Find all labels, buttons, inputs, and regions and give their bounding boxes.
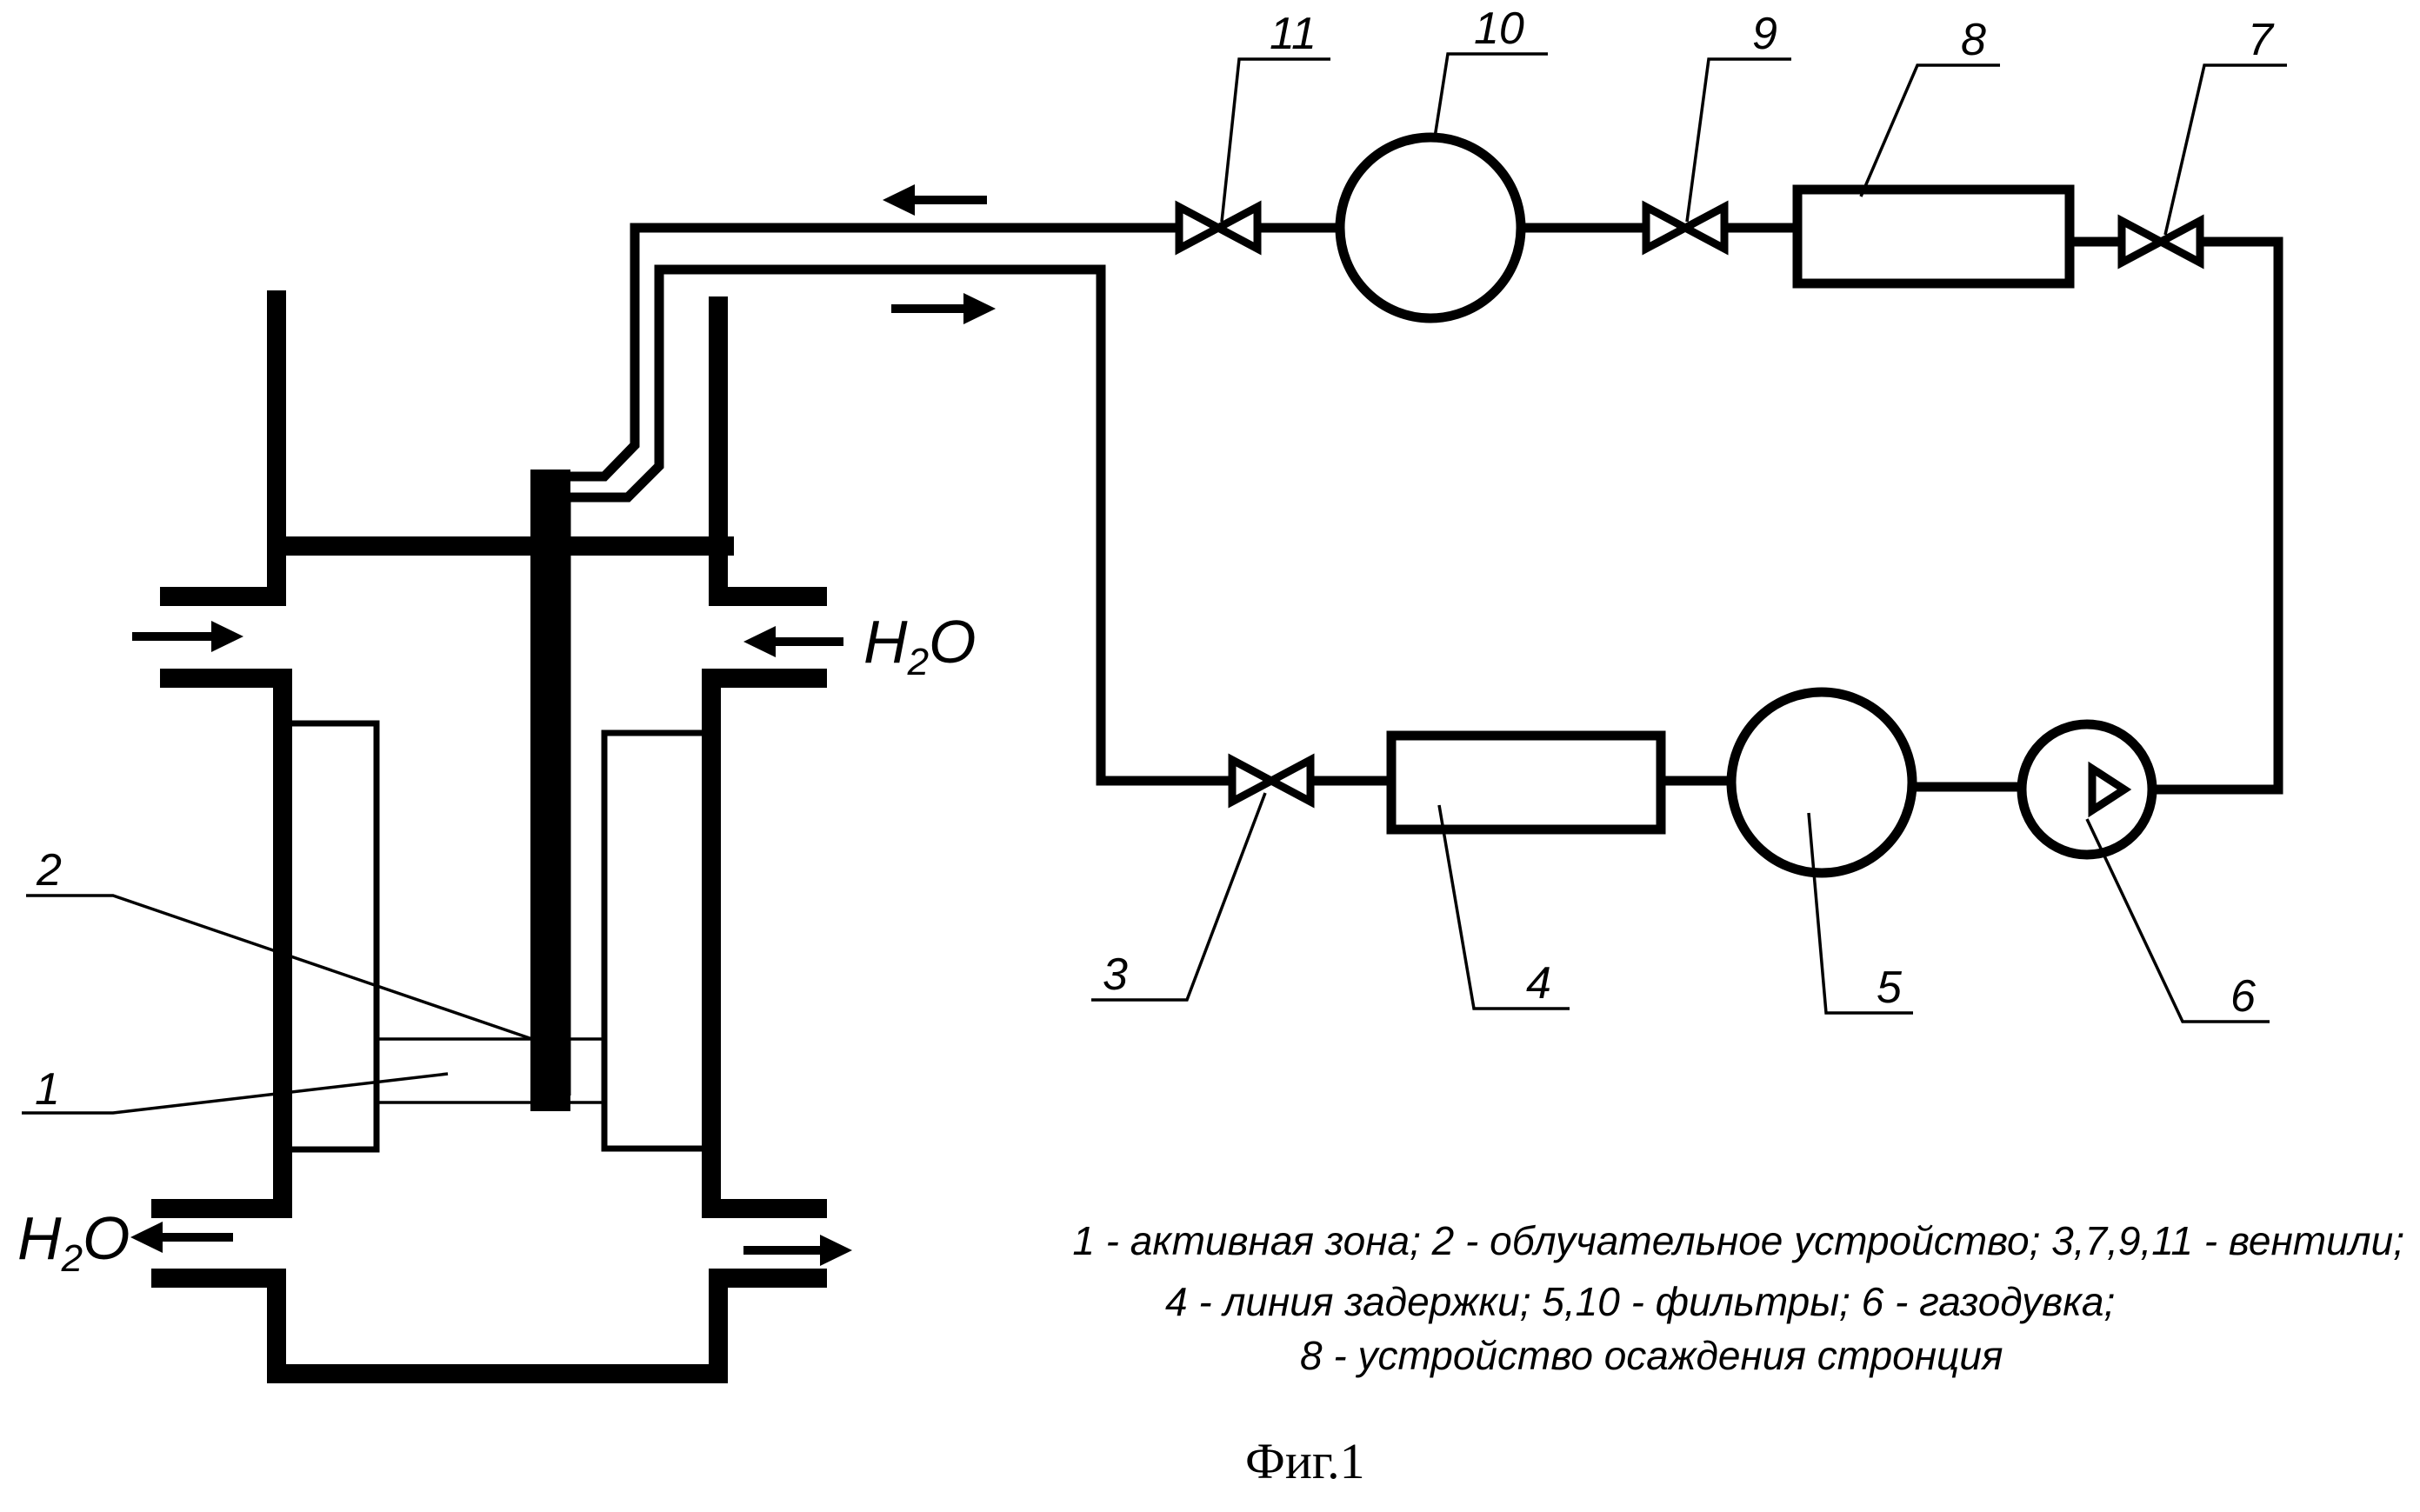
delay-line-4 bbox=[1391, 736, 1661, 829]
left-reflector-block bbox=[283, 723, 377, 1149]
label-3: 3 bbox=[1103, 949, 1128, 1000]
filter-10 bbox=[1340, 137, 1521, 318]
label-8: 8 bbox=[1961, 15, 1986, 65]
valve-3 bbox=[1232, 760, 1310, 802]
reactor-vessel bbox=[161, 300, 817, 1374]
label-1: 1 bbox=[35, 1064, 60, 1115]
label-10: 10 bbox=[1474, 3, 1524, 54]
label-2: 2 bbox=[36, 845, 62, 896]
label-4: 4 bbox=[1526, 958, 1551, 1009]
label-7: 7 bbox=[2248, 15, 2275, 65]
return-pipe bbox=[537, 228, 1179, 1096]
label-9: 9 bbox=[1752, 9, 1777, 59]
legend-line-3: 8 - устройство осаждения стронция bbox=[1300, 1333, 2003, 1378]
label-11: 11 bbox=[1270, 9, 1317, 59]
gas-blower-6 bbox=[2022, 724, 2152, 855]
leader-1 bbox=[22, 1074, 448, 1113]
vessel-bottom-plenum bbox=[277, 1278, 718, 1374]
leader-9 bbox=[1687, 59, 1791, 222]
filter-5 bbox=[1731, 692, 1912, 873]
leader-11 bbox=[1222, 59, 1330, 222]
legend-line-1: 1 - активная зона; 2 - облучательное уст… bbox=[1072, 1218, 2404, 1263]
valve-9 bbox=[1646, 207, 1724, 249]
legend-line-2: 4 - линия задержки; 5,10 - фильтры; 6 - … bbox=[1165, 1279, 2115, 1324]
figure-caption: Фиг.1 bbox=[1245, 1433, 1365, 1489]
supply-pipe bbox=[566, 270, 1232, 1096]
coolant-label-outlet: H2O bbox=[17, 1204, 130, 1280]
right-reflector-block bbox=[604, 733, 711, 1149]
valve-11 bbox=[1179, 207, 1257, 249]
leader-8 bbox=[1861, 65, 2000, 196]
gas-loop-piping bbox=[537, 228, 2278, 1096]
leader-7 bbox=[2165, 65, 2287, 235]
pipe-valve7-to-blower bbox=[2152, 242, 2278, 789]
coolant-label-inlet: H2O bbox=[863, 608, 977, 683]
valve-7 bbox=[2122, 221, 2200, 263]
label-5: 5 bbox=[1877, 962, 1903, 1013]
strontium-deposition-device-8 bbox=[1797, 190, 2070, 283]
leader-10 bbox=[1435, 54, 1548, 137]
label-6: 6 bbox=[2230, 971, 2256, 1022]
